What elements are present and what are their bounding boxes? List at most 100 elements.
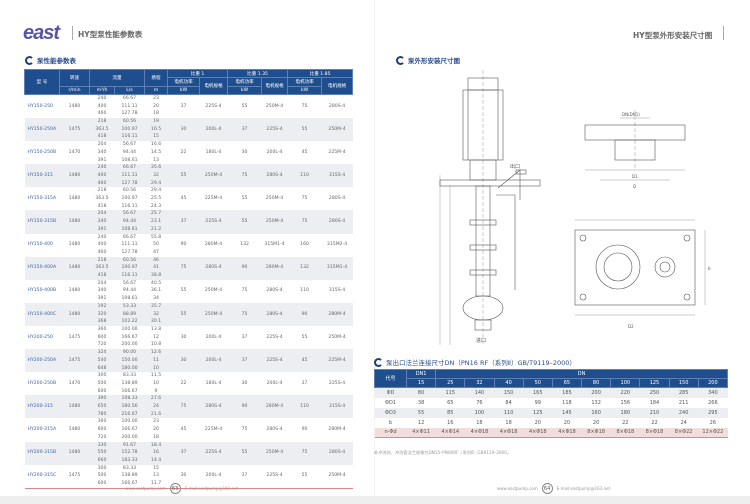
head-cell: 32 (144, 171, 168, 180)
value-cell: 20 (534, 419, 541, 426)
flow-m3h-cell: 600 (97, 334, 107, 340)
flow-ls-cell: 166.67 (121, 334, 138, 340)
head-cell: 10 (153, 380, 159, 386)
speed-cell: 1480 (68, 242, 81, 248)
flow-m3h-cell: 418 (89, 272, 115, 280)
head-cell: 41 (144, 264, 168, 273)
row-label: ΦD (374, 387, 407, 398)
value-cell: 20 (592, 419, 600, 426)
motor-power-cell: 37 (227, 349, 262, 373)
motor-spec-cell: 225M-4 (321, 349, 353, 373)
flow-m3h-cell: 720 (97, 342, 107, 348)
head-cell: 14.4 (144, 456, 168, 465)
flow-m3h-cell: 300 (97, 373, 107, 379)
unit-head: m (144, 85, 169, 95)
unit-q: m³/h (89, 85, 115, 95)
value-cell: 140 (464, 387, 495, 398)
motor-power-cell: 45 (180, 196, 187, 202)
flow-ls-cell: 166.67 (121, 388, 138, 394)
motor-power-cell: 90 (287, 302, 322, 326)
flow-m3h-cell: 391 (97, 157, 107, 163)
motor-spec-cell: 225S-4 (261, 349, 288, 373)
b-label: b (708, 266, 711, 271)
motor-spec-cell: 280S-4 (261, 302, 288, 326)
flow-m3h-cell: 650 (89, 403, 115, 411)
head-cell: 21.6 (144, 410, 168, 419)
motor-spec-cell: 250M-4 (321, 118, 353, 142)
size-header: 150 (668, 378, 699, 388)
col-spec: 电机规格 (199, 77, 229, 95)
value-cell: 115 (435, 387, 465, 398)
flow-m3h-cell: 218 (89, 118, 115, 126)
unit-kw: kW (227, 85, 263, 95)
motor-spec-cell: 315M1-4 (264, 242, 285, 248)
head-cell: 27.6 (144, 395, 168, 404)
flow-ls-cell: 116.11 (114, 133, 145, 142)
value-cell: 22 (651, 419, 658, 426)
model-cell: HY200-315 (24, 395, 60, 419)
flow-m3h-cell: 400 (89, 171, 115, 180)
unit-speed: r/min (59, 85, 90, 95)
motor-power-cell: 55 (301, 334, 308, 340)
value-cell: 250 (639, 387, 670, 398)
motor-power-cell: 110 (287, 164, 322, 188)
motor-spec-cell: 200L-4 (205, 473, 222, 479)
motor-spec-cell: 280S-4 (321, 210, 353, 234)
flow-ls-cell: 108.61 (114, 225, 145, 234)
head-cell: 47 (153, 249, 159, 255)
flow-m3h-cell: 240 (97, 95, 107, 101)
motor-spec-cell: 200L-4 (199, 118, 228, 142)
motor-spec-cell: 280S-4 (266, 288, 283, 294)
motor-spec-cell: 280S-4 (328, 103, 346, 109)
model-cell: HY200-250B (27, 380, 57, 386)
motor-spec-cell: 225M-4 (204, 196, 223, 202)
motor-power-cell: 110 (300, 288, 309, 294)
motor-power-cell: 90 (227, 395, 262, 419)
size-header: 100 (610, 378, 641, 388)
value-cell: 285 (669, 387, 699, 398)
flow-ls-cell: 83.33 (122, 373, 137, 379)
value-cell: 200 (581, 387, 611, 398)
motor-power-cell: 30 (241, 380, 248, 386)
flow-m3h-cell: 500 (97, 473, 107, 479)
motor-spec-cell: 200L-4 (266, 149, 283, 155)
col-speed: 转速 (59, 69, 90, 87)
model-cell: HY150-400B (27, 288, 57, 294)
flow-m3h-cell: 720 (97, 434, 107, 440)
head-cell: 25.5 (150, 196, 162, 202)
motor-power-cell: 55 (241, 103, 248, 109)
motor-power-cell: 75 (167, 256, 200, 280)
flow-ls-cell: 138.89 (121, 473, 138, 479)
d1-label: D1 (632, 174, 638, 179)
right-page-title: HY型泵外形安装尺寸图 (633, 31, 713, 40)
head-cell: 16.5 (144, 125, 168, 134)
flow-m3h-cell: 460 (97, 111, 107, 117)
motor-spec-cell: 315S-4 (321, 164, 353, 188)
footer-website: www.eastpump.com (125, 486, 166, 491)
flow-ls-cell: 60.56 (122, 188, 137, 194)
size-header: 40 (493, 378, 524, 388)
head-cell: 12 (153, 334, 159, 340)
value-cell: 340 (698, 387, 728, 398)
motor-spec-cell: 280M-4 (204, 242, 223, 248)
head-cell: 11.7 (150, 481, 162, 487)
value-cell: 180 (610, 407, 640, 418)
value-cell: 8×Φ18 (639, 427, 670, 438)
size-header: 65 (551, 378, 583, 388)
size-header: 80 (581, 378, 612, 388)
value-cell: 18 (505, 419, 512, 426)
flow-ls-cell: 90.00 (114, 349, 145, 357)
col-code: 代号 (374, 369, 407, 388)
flow-ls-cell: 180.56 (114, 403, 145, 411)
